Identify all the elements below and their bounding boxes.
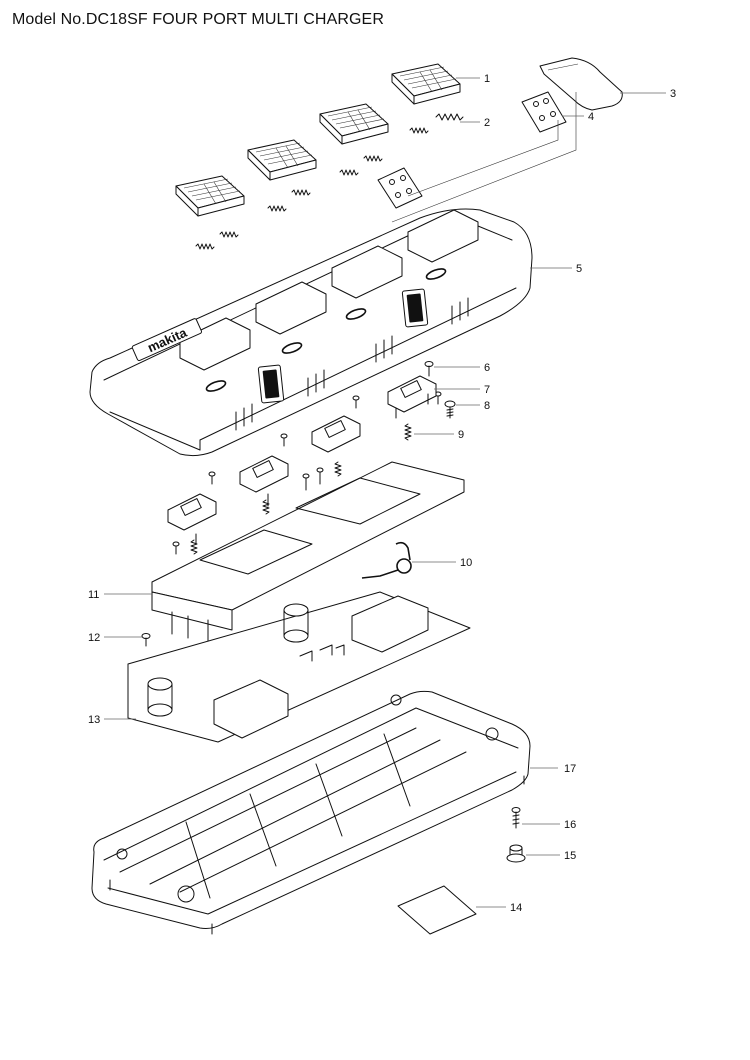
callout-13: 13	[88, 714, 100, 726]
callout-7: 7	[484, 384, 490, 396]
callout-8: 8	[484, 400, 490, 412]
part-10-cable[interactable]	[361, 541, 412, 579]
callout-15: 15	[564, 850, 576, 862]
part-4-plate[interactable]	[521, 91, 567, 133]
callout-16: 16	[564, 819, 576, 831]
part-14-label-sheet[interactable]	[397, 885, 477, 935]
part-8-screw[interactable]	[444, 400, 456, 419]
callout-2: 2	[484, 117, 490, 129]
callout-6: 6	[484, 362, 490, 374]
part-6-screw[interactable]	[424, 361, 434, 377]
terminal-block-2	[311, 415, 361, 453]
terminal-block-3	[239, 455, 289, 493]
part-9-spring[interactable]	[190, 423, 412, 555]
part-1-terminal-cover-2[interactable]	[319, 103, 389, 145]
part-1-terminal-cover[interactable]	[391, 63, 461, 105]
callout-11: 11	[88, 589, 99, 601]
callout-12: 12	[88, 632, 100, 644]
part-3-label-plate[interactable]	[539, 57, 623, 111]
part-15-foot[interactable]	[506, 844, 526, 863]
part-4-plate-2[interactable]	[377, 167, 423, 209]
part-17-base-housing[interactable]	[91, 690, 531, 935]
callout-1: 1	[484, 73, 490, 85]
part-11-frame[interactable]	[151, 461, 465, 643]
callout-5: 5	[576, 263, 582, 275]
callout-4: 4	[588, 111, 594, 123]
part-13-pcb[interactable]	[127, 591, 471, 743]
part-12-screw[interactable]	[141, 633, 151, 647]
screw-set-small	[172, 391, 442, 555]
callout-10: 10	[460, 557, 472, 569]
callout-3: 3	[670, 88, 676, 100]
callout-9: 9	[458, 429, 464, 441]
terminal-block-4	[167, 493, 217, 531]
part-1-terminal-cover-3[interactable]	[247, 139, 317, 181]
part-7-terminal-block[interactable]	[387, 375, 437, 419]
callout-14: 14	[510, 902, 522, 914]
part-2-spring-set[interactable]	[195, 113, 464, 250]
part-1-terminal-cover-4[interactable]	[175, 175, 245, 217]
leader-lines	[104, 77, 666, 908]
part-5-top-housing[interactable]: makita	[89, 208, 533, 457]
callout-17: 17	[564, 763, 576, 775]
page-title: Model No.DC18SF FOUR PORT MULTI CHARGER	[12, 11, 384, 28]
part-16-screw[interactable]	[511, 807, 521, 829]
